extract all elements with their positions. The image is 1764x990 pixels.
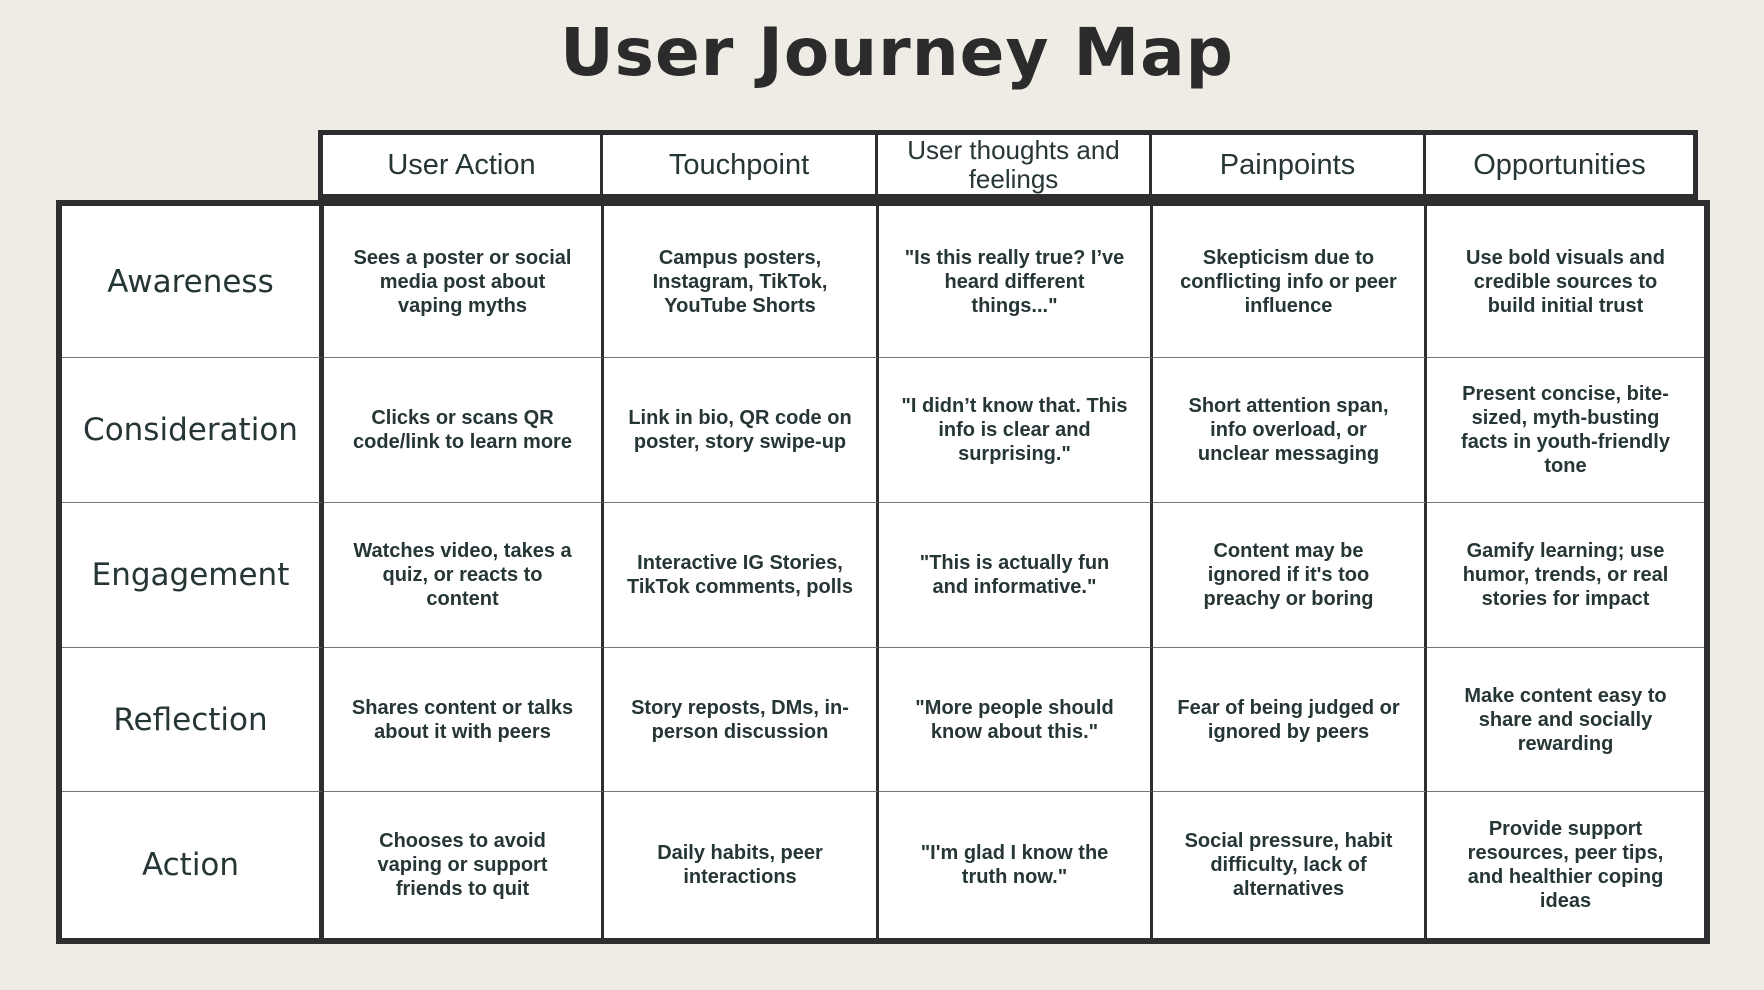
cell-painpoints: Fear of being judged or ignored by peers xyxy=(1153,648,1427,792)
stage-label: Engagement xyxy=(62,503,324,648)
cell-touchpoint: Daily habits, peer interactions xyxy=(604,792,879,938)
cell-painpoints: Content may be ignored if it's too preac… xyxy=(1153,503,1427,648)
cell-thoughts: "More people should know about this." xyxy=(879,648,1153,792)
page-title: User Journey Map xyxy=(560,14,1234,91)
column-header-painpoints: Painpoints xyxy=(1152,135,1426,194)
stage-label: Consideration xyxy=(62,358,324,503)
cell-thoughts: "I didn’t know that. This info is clear … xyxy=(879,358,1153,503)
column-header-thoughts: User thoughts and feelings xyxy=(878,135,1152,194)
column-header-touchpoint: Touchpoint xyxy=(603,135,878,194)
stage-label: Reflection xyxy=(62,648,324,792)
cell-thoughts: "I'm glad I know the truth now." xyxy=(879,792,1153,938)
cell-opportunities: Provide support resources, peer tips, an… xyxy=(1467,818,1664,912)
cell-opportunities: Present concise, bite-sized, myth-bustin… xyxy=(1427,358,1704,503)
cell-opportunities: Gamify learning; use humor, trends, or r… xyxy=(1427,503,1704,648)
cell-painpoints: Social pressure, habit difficulty, lack … xyxy=(1153,792,1427,938)
cell-user-action: Shares content or talks about it with pe… xyxy=(324,648,604,792)
column-header-row: User Action Touchpoint User thoughts and… xyxy=(318,130,1698,200)
cell-touchpoint: Story reposts, DMs, in-person discussion xyxy=(604,648,879,792)
cell-touchpoint: Campus posters, Instagram, TikTok, YouTu… xyxy=(604,206,879,358)
cell-touchpoint: Interactive IG Stories, TikTok comments,… xyxy=(604,503,879,648)
stage-label: Awareness xyxy=(62,206,324,358)
cell-painpoints: Skepticism due to conflicting info or pe… xyxy=(1153,206,1427,358)
cell-user-action: Chooses to avoid vaping or support frien… xyxy=(324,792,604,938)
cell-opportunities: Make content easy to share and socially … xyxy=(1427,648,1704,792)
cell-user-action: Clicks or scans QR code/link to learn mo… xyxy=(324,358,604,503)
cell-thoughts: "Is this really true? I’ve heard differe… xyxy=(879,206,1153,358)
column-header-user-action: User Action xyxy=(323,135,603,194)
cell-painpoints: Short attention span, info overload, or … xyxy=(1153,358,1427,503)
cell-touchpoint: Link in bio, QR code on poster, story sw… xyxy=(604,358,879,503)
cell-user-action: Sees a poster or social media post about… xyxy=(324,206,604,358)
stage-label: Action xyxy=(62,792,324,938)
column-header-opportunities: Opportunities xyxy=(1473,148,1646,181)
cell-thoughts: "This is actually fun and informative." xyxy=(879,503,1153,648)
cell-opportunities: Use bold visuals and credible sources to… xyxy=(1427,206,1704,358)
cell-user-action: Watches video, takes a quiz, or reacts t… xyxy=(324,503,604,648)
